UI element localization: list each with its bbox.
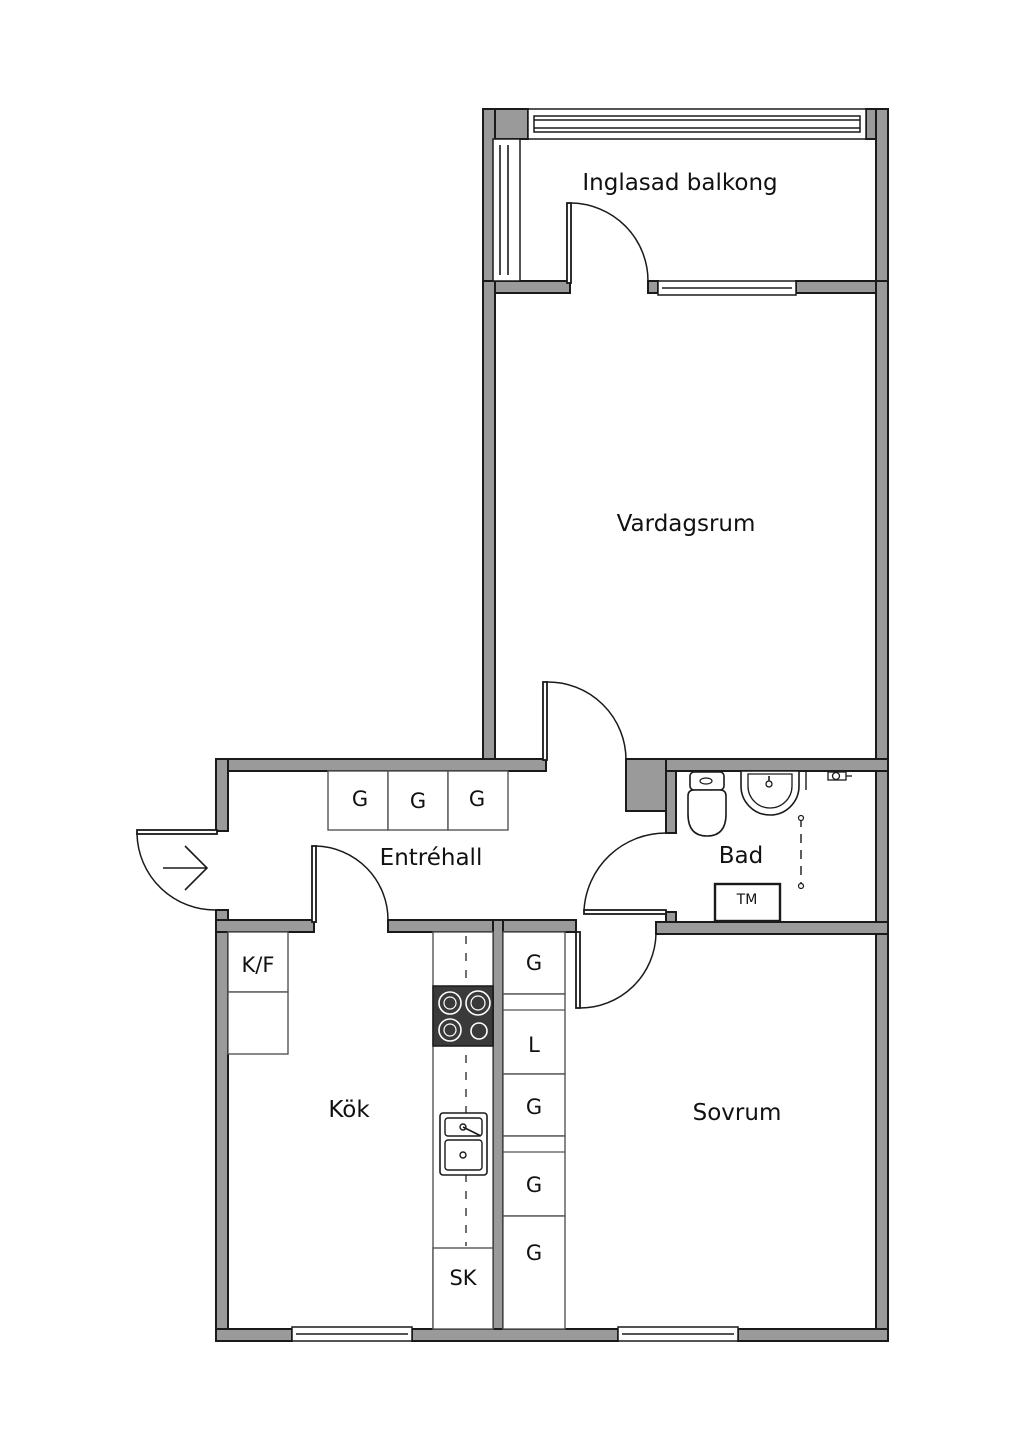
bath-fixtures: TM: [687, 770, 852, 923]
stove-icon: [432, 985, 494, 1047]
wall-segment: [737, 1328, 889, 1342]
room-labels: Inglasad balkong Vardagsrum Entréhall Ba…: [328, 170, 781, 1126]
window-kitchen: [291, 1326, 413, 1342]
tall-cabinet: [432, 1247, 494, 1330]
wall-segment: [215, 758, 229, 832]
room-label-living: Vardagsrum: [617, 511, 756, 537]
wardrobe-label: G: [469, 787, 485, 811]
wall-segment: [411, 1328, 619, 1342]
door-balcony[interactable]: [566, 202, 649, 284]
wall-segment: [215, 1328, 293, 1342]
washing-machine: [713, 882, 782, 923]
washing-machine-label: TM: [736, 892, 758, 908]
wall-segment: [482, 280, 496, 772]
wardrobe: [502, 1135, 566, 1217]
wardrobe: [447, 770, 509, 831]
room-label-bath: Bad: [719, 843, 763, 869]
wardrobe: [502, 1215, 566, 1330]
toilet-icon: [687, 771, 727, 837]
door-living[interactable]: [542, 681, 627, 761]
wall-segment: [215, 909, 229, 1342]
wall-column: [625, 758, 667, 812]
door-entrance[interactable]: [136, 829, 218, 911]
window-living: [657, 280, 797, 296]
wardrobe: [502, 1073, 566, 1137]
windows: [291, 108, 867, 1342]
wall-segment: [482, 280, 571, 294]
wall-segment: [492, 919, 504, 1341]
window-balcony-left: [492, 138, 521, 282]
room-label-bedroom: Sovrum: [693, 1100, 782, 1126]
wardrobe-label: G: [352, 787, 368, 811]
wall-segment: [647, 280, 659, 294]
door-bedroom[interactable]: [575, 931, 657, 1009]
fridge-freezer: [227, 931, 289, 993]
room-label-balcony: Inglasad balkong: [582, 170, 777, 196]
wardrobe-label: G: [526, 951, 542, 975]
bedroom-wardrobes: G L G G G: [502, 931, 566, 1330]
wall-segment: [875, 108, 889, 290]
wardrobe: [387, 770, 449, 831]
wardrobe-label: G: [526, 1095, 542, 1119]
wardrobe-label: G: [526, 1241, 542, 1265]
entry-arrow-icon: [163, 845, 209, 891]
wardrobe: [327, 770, 389, 831]
wall-segment: [875, 280, 889, 1342]
wall-segment: [215, 919, 315, 933]
fridge-freezer-label: K/F: [242, 953, 275, 977]
hall-wardrobes: G G G: [327, 770, 509, 831]
room-label-kitchen: Kök: [328, 1097, 370, 1123]
window-balcony-top: [527, 108, 867, 140]
kitchen-fixtures: K/F SK: [227, 931, 494, 1330]
tall-cabinet-label: SK: [449, 1266, 477, 1290]
wardrobe-label: G: [526, 1173, 542, 1197]
doors: [136, 202, 667, 1009]
wall-segment: [387, 919, 577, 933]
wardrobe-label: G: [410, 789, 426, 813]
wall-segment: [665, 770, 677, 834]
sink-icon: [439, 1112, 488, 1176]
washbasin-icon: [740, 770, 800, 816]
shower-icon: [797, 771, 852, 890]
room-label-hall: Entréhall: [380, 845, 483, 871]
door-kitchen[interactable]: [311, 845, 389, 923]
walls: [215, 108, 889, 1342]
wall-segment: [215, 758, 547, 772]
wall-segment: [655, 921, 889, 935]
door-bath[interactable]: [583, 832, 667, 915]
wall-segment: [795, 280, 889, 294]
wardrobe-label: L: [528, 1033, 540, 1057]
window-bedroom: [617, 1326, 739, 1342]
cabinet: [227, 991, 289, 1055]
